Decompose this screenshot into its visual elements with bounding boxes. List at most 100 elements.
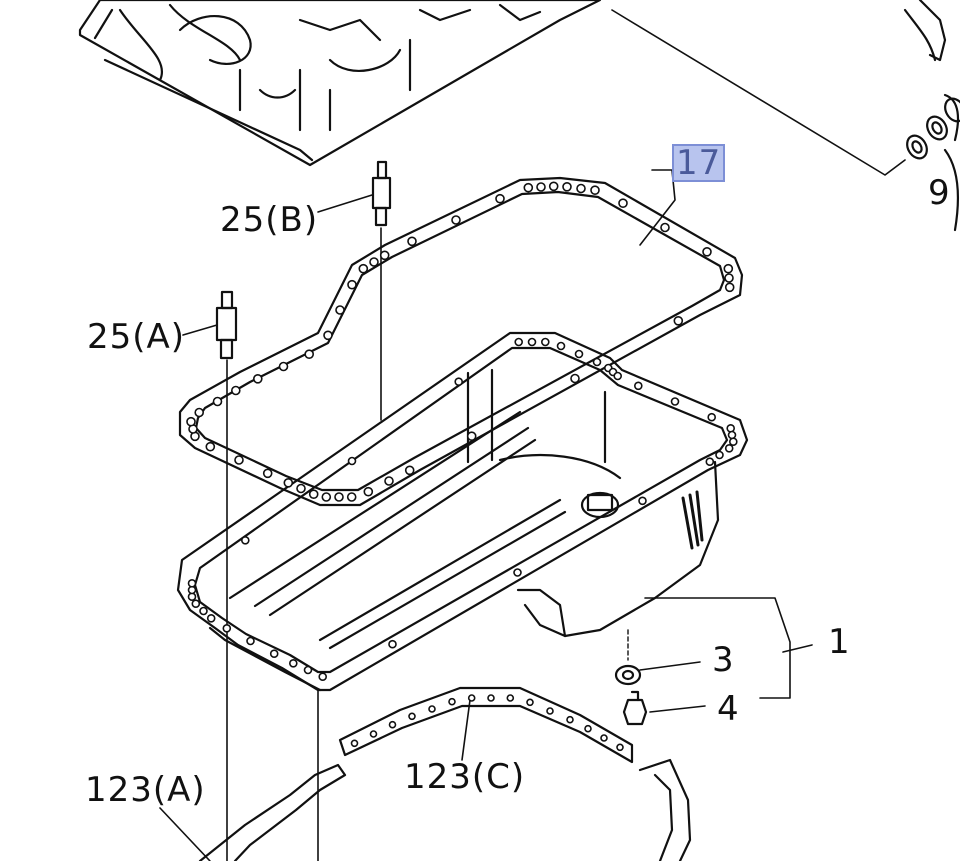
callout-25b[interactable]: 25(B): [220, 200, 319, 240]
callout-9[interactable]: 9: [928, 173, 951, 213]
gasket-bolt-hole: [495, 193, 505, 204]
pan-bolt-hole: [241, 535, 250, 545]
gasket-bolt-hole: [724, 273, 734, 283]
pan-bolt-hole: [613, 371, 623, 381]
gasket-bolt-hole: [262, 468, 273, 479]
pan-bolt-hole: [633, 381, 643, 391]
pan-bolt-hole: [206, 613, 216, 623]
gasket-bolt-hole: [723, 263, 734, 274]
pan-bolt-hole: [715, 450, 724, 460]
gasket-bolt-hole: [526, 698, 534, 707]
callout-1[interactable]: 1: [828, 622, 851, 662]
pan-bolt-hole: [726, 423, 736, 433]
pan-bolt-hole: [303, 665, 313, 675]
pan-bolt-hole: [527, 337, 537, 347]
drain-plug-4: [622, 690, 648, 726]
gasket-bolt-hole: [358, 263, 369, 274]
pan-bolt-hole: [199, 606, 208, 616]
pan-bolt-hole: [191, 599, 201, 609]
pan-bolt-hole: [288, 658, 298, 668]
dipstick-tube: [903, 0, 960, 232]
gasket-bolt-hole: [321, 492, 332, 502]
gasket-bolt-hole: [205, 441, 216, 452]
gasket-bolt-hole: [451, 215, 461, 225]
pan-bolt-hole: [318, 672, 328, 682]
gasket-bolt-hole: [323, 330, 333, 341]
pan-bolt-hole: [556, 341, 566, 351]
pan-bolt-hole: [638, 496, 647, 506]
pan-bolt-hole: [728, 437, 738, 447]
pan-bolt-hole: [222, 623, 232, 633]
gasket-bolt-hole: [467, 694, 476, 702]
gasket-bolt-hole: [600, 734, 608, 742]
oil-pan: [176, 331, 749, 692]
gasket-123a: [198, 758, 692, 861]
gasket-bolt-hole: [428, 705, 436, 713]
callout-3[interactable]: 3: [712, 640, 735, 680]
pan-bolt-hole: [454, 377, 464, 387]
callout-17[interactable]: 17: [672, 144, 726, 182]
gasket-bolt-hole: [335, 305, 345, 315]
gasket-bolt-hole: [562, 182, 572, 192]
pan-bolt-hole: [187, 578, 197, 588]
gasket-bolt-hole: [584, 724, 592, 733]
gasket-bolt-hole: [283, 477, 294, 488]
stud-bolt-25b: [371, 160, 392, 421]
gasket-bolt-hole: [388, 720, 397, 729]
gasket-bolt-hole: [407, 236, 417, 247]
pan-bolt-hole: [574, 349, 584, 359]
gasket-bolt-hole: [404, 465, 415, 476]
gasket-bolt-hole: [379, 250, 390, 261]
washer-3: [614, 629, 642, 686]
gasket-bolt-hole: [702, 247, 712, 257]
gasket-bolt-hole: [347, 279, 357, 290]
pan-bolt-hole: [347, 456, 357, 466]
gasket-bolt-hole: [212, 396, 223, 407]
gasket-bolt-hole: [570, 373, 580, 384]
pan-bolt-hole: [388, 639, 397, 649]
gasket-bolt-hole: [194, 407, 204, 418]
pan-bolt-hole: [540, 337, 550, 347]
gasket-bolt-hole: [369, 730, 378, 738]
gasket-bolt-hole: [252, 373, 263, 384]
pan-bolt-hole: [269, 649, 279, 659]
gasket-bolt-hole: [363, 486, 374, 497]
gasket-bolt-hole: [618, 198, 628, 208]
gasket-bolt-hole: [234, 455, 244, 465]
callout-123c[interactable]: 123(C): [404, 757, 526, 797]
gasket-123c: [338, 686, 634, 764]
gasket-bolt-hole: [487, 694, 495, 702]
gasket-bolt-hole: [536, 182, 546, 192]
pan-bolt-hole: [246, 636, 255, 646]
pan-bolt-hole: [724, 443, 734, 453]
pan-bolt-hole: [707, 412, 717, 422]
pan-bolt-hole: [592, 357, 602, 367]
stud-bolt-25a: [215, 290, 238, 861]
gasket-bolt-hole: [590, 185, 600, 195]
pan-bolt-hole: [705, 457, 715, 467]
leader-lines: [159, 169, 813, 861]
gasket-bolt-hole: [346, 492, 357, 502]
gasket-17: [178, 176, 744, 507]
gasket-bolt-hole: [548, 181, 559, 192]
gasket-bolt-hole: [466, 431, 477, 442]
gasket-bolt-hole: [408, 712, 416, 721]
gasket-bolt-hole: [673, 315, 684, 326]
gasket-bolt-hole: [278, 361, 289, 372]
gasket-bolt-hole: [576, 183, 586, 194]
gasket-bolt-hole: [231, 385, 241, 396]
pan-bolt-hole: [670, 397, 680, 406]
gasket-bolt-hole: [304, 349, 315, 360]
callout-4[interactable]: 4: [717, 689, 740, 729]
callout-25a[interactable]: 25(A): [87, 317, 186, 357]
pan-bolt-hole: [727, 430, 737, 440]
bolt-holes: [186, 181, 738, 752]
gasket-bolt-hole: [546, 707, 554, 715]
gasket-bolt-hole: [296, 483, 306, 494]
gasket-bolt-hole: [186, 416, 196, 427]
gasket-bolt-hole: [566, 715, 574, 724]
gasket-bolt-hole: [616, 743, 624, 752]
callout-123a[interactable]: 123(A): [85, 770, 206, 810]
gasket-bolt-hole: [448, 697, 456, 706]
